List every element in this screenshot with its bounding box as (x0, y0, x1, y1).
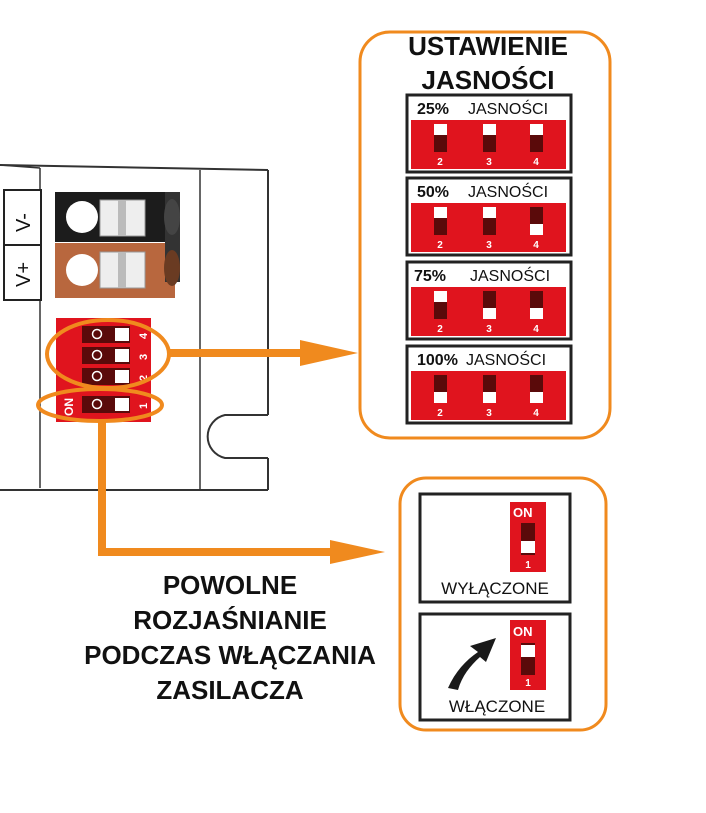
terminal-label-vplus: V+ (13, 262, 35, 287)
screw-icon (66, 254, 98, 286)
switch-number: 3 (486, 408, 492, 419)
softstart-on-label: ON (513, 624, 533, 639)
caption-line: ROZJAŚNIANIE (133, 605, 327, 635)
switch-number: 3 (486, 240, 492, 251)
softstart-state-label: WŁĄCZONE (449, 697, 545, 716)
terminal-block (55, 192, 180, 298)
dip-number-2: 2 (138, 375, 150, 381)
dip-row (82, 326, 130, 343)
setting-word: JASNOŚCI (468, 182, 548, 201)
softstart-switch-number: 1 (525, 678, 531, 689)
dip-row (82, 396, 130, 413)
softstart-state-off: ON 1 WYŁĄCZONE (418, 492, 572, 604)
terminal-label-box: V- V+ (3, 189, 42, 301)
switch-number: 3 (486, 157, 492, 168)
brightness-panel-title-line1: USTAWIENIE (408, 31, 568, 61)
setting-switch-numbers: 2 3 4 2 3 4 2 3 4 2 3 4 (437, 157, 539, 419)
setting-word: JASNOŚCI (470, 266, 550, 285)
dip-number-4: 4 (138, 332, 150, 339)
main-dip-switch: ON 4 3 2 1 (56, 318, 151, 422)
switch-number: 2 (437, 240, 443, 251)
softstart-state-label: WYŁĄCZONE (441, 579, 549, 598)
screw-icon (66, 201, 98, 233)
softstart-panel: ON 1 WYŁĄCZONE ON 1 WŁĄCZONE (398, 476, 608, 732)
setting-word: JASNOŚCI (468, 99, 548, 118)
dip-on-label: ON (62, 398, 76, 416)
dip-number-1: 1 (138, 403, 150, 409)
dip-number-3: 3 (138, 354, 150, 360)
softstart-caption: POWOLNE ROZJAŚNIANIE PODCZAS WŁĄCZANIA Z… (60, 568, 400, 708)
setting-percent: 25% (417, 101, 449, 118)
dip-row (82, 347, 130, 364)
setting-levers (434, 124, 543, 403)
curved-arrow-icon (448, 638, 496, 690)
switch-number: 4 (533, 157, 539, 168)
switch-number: 2 (437, 408, 443, 419)
setting-percent: 100% (417, 352, 458, 369)
setting-percent: 75% (414, 268, 446, 285)
softstart-switch-number: 1 (525, 560, 531, 571)
dip-row (82, 368, 130, 385)
switch-number: 2 (437, 157, 443, 168)
caption-line: PODCZAS WŁĄCZANIA (84, 640, 376, 670)
switch-number: 4 (533, 240, 539, 251)
softstart-on-label: ON (513, 505, 533, 520)
softstart-state-on: ON 1 WŁĄCZONE (418, 612, 572, 722)
brightness-panel-title-line2: JASNOŚCI (422, 65, 555, 95)
arrow-to-softstart-panel (98, 420, 385, 564)
brightness-panel: USTAWIENIE JASNOŚCI 25% JASNOŚCI 50% JAS… (358, 30, 612, 440)
terminal-label-vminus: V- (13, 213, 35, 232)
caption-line: ZASILACZA (156, 675, 304, 705)
arrow-to-brightness-panel (168, 340, 358, 366)
switch-number: 2 (437, 324, 443, 335)
switch-number: 4 (533, 408, 539, 419)
switch-number: 4 (533, 324, 539, 335)
setting-percent: 50% (417, 184, 449, 201)
switch-number: 3 (486, 324, 492, 335)
caption-line: POWOLNE (162, 570, 298, 600)
setting-word: JASNOŚCI (466, 350, 546, 369)
